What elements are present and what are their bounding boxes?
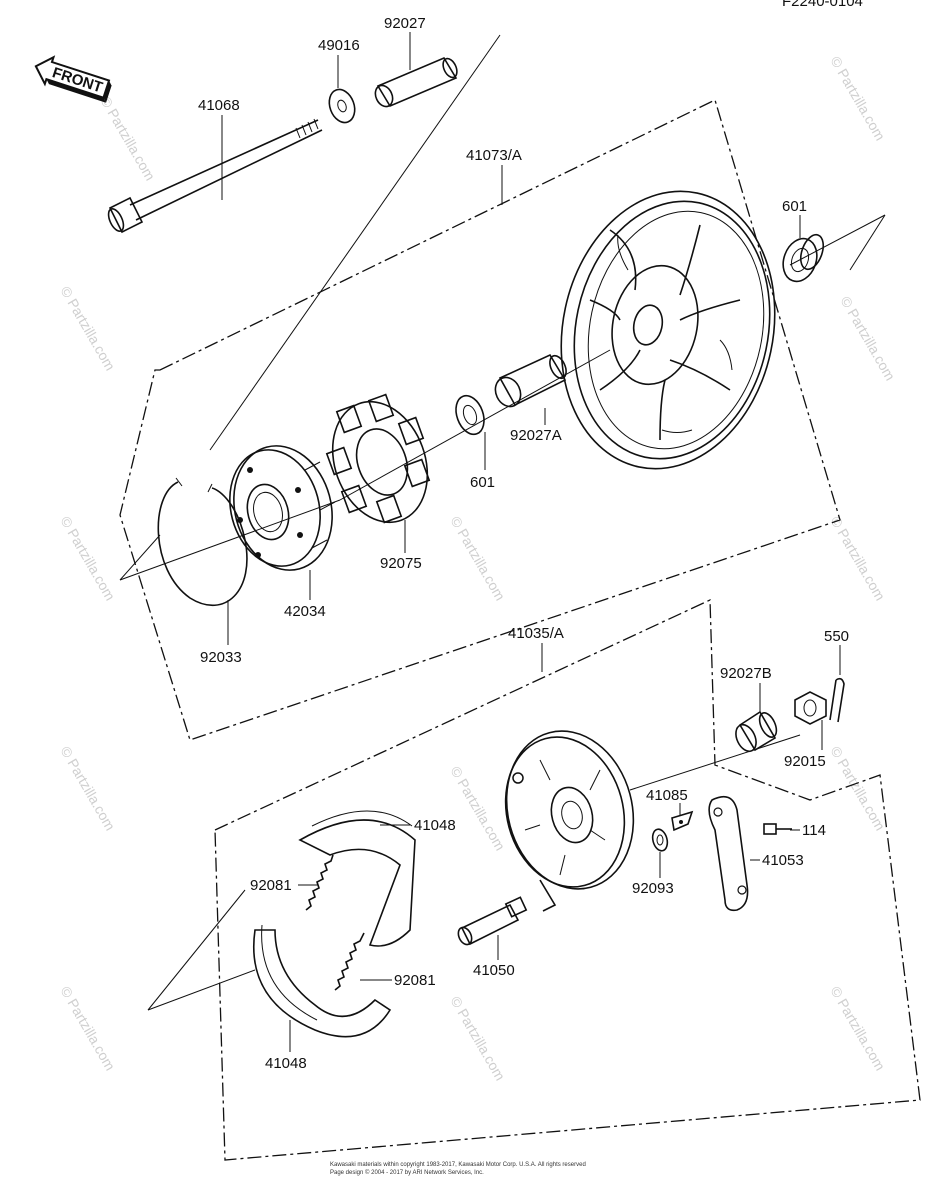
axis-line: [147, 969, 256, 1011]
part-label: 41068: [198, 97, 240, 114]
copyright-line: Kawasaki materials within copyright 1983…: [330, 1162, 586, 1168]
leader-lines: [221, 32, 841, 1052]
axle-shaft[interactable]: [105, 118, 323, 234]
diagram-code: F2240-0104: [782, 0, 863, 10]
part-label: 601: [470, 474, 495, 491]
camshaft-seal[interactable]: [650, 828, 669, 853]
front-arrow-icon: FRONT: [34, 55, 112, 103]
watermark: © Partzilla.com: [447, 764, 508, 854]
lower-assembly-outline: [214, 598, 921, 1161]
bearing-right[interactable]: [777, 232, 827, 286]
part-label: 42034: [284, 603, 326, 620]
watermark: © Partzilla.com: [57, 514, 118, 604]
collar[interactable]: [372, 56, 460, 109]
watermark-layer: © Partzilla.com © Partzilla.com © Partzi…: [57, 54, 898, 1084]
part-label: 92033: [200, 649, 242, 666]
part-label: 92081: [250, 877, 292, 894]
wear-indicator[interactable]: [671, 810, 694, 832]
watermark: © Partzilla.com: [827, 744, 888, 834]
lever-bolt[interactable]: [763, 823, 792, 835]
watermark: © Partzilla.com: [57, 984, 118, 1074]
watermark: © Partzilla.com: [827, 54, 888, 144]
wheel-spacer[interactable]: [491, 353, 570, 411]
axle-collar[interactable]: [732, 710, 780, 754]
brake-shoe-upper[interactable]: [298, 810, 416, 947]
part-label: 41050: [473, 962, 515, 979]
watermark: © Partzilla.com: [837, 294, 898, 384]
brake-camshaft[interactable]: [456, 896, 528, 946]
part-label: 92027B: [720, 665, 772, 682]
part-label: 601: [782, 198, 807, 215]
watermark: © Partzilla.com: [447, 994, 508, 1084]
coupling-flange[interactable]: [217, 435, 345, 582]
watermark: © Partzilla.com: [827, 514, 888, 604]
part-label: 550: [824, 628, 849, 645]
part-label: 41073/A: [466, 147, 522, 164]
upper-assembly-outline: [119, 99, 841, 741]
part-labels: 41068 49016 92027 41073/A 601 92027A 601…: [198, 15, 849, 1072]
brake-panel[interactable]: [489, 717, 650, 912]
watermark: © Partzilla.com: [57, 284, 118, 374]
watermark: © Partzilla.com: [57, 744, 118, 834]
brake-spring-lower[interactable]: [334, 932, 365, 991]
part-label: 41053: [762, 852, 804, 869]
axis-line: [209, 34, 501, 451]
brake-spring-upper[interactable]: [305, 854, 334, 911]
axis-line: [629, 734, 801, 791]
watermark: © Partzilla.com: [447, 514, 508, 604]
part-label: 114: [802, 822, 826, 839]
watermark: © Partzilla.com: [97, 94, 158, 184]
part-label: 41048: [265, 1055, 307, 1072]
copyright-line: Page design © 2004 - 2017 by ARI Network…: [330, 1169, 484, 1176]
part-label: 92027: [384, 15, 426, 32]
part-label: 92075: [380, 555, 422, 572]
watermark: © Partzilla.com: [827, 984, 888, 1074]
axis-line: [789, 214, 886, 266]
part-label: 49016: [318, 37, 360, 54]
part-label: 41085: [646, 787, 688, 804]
brake-shoe-lower[interactable]: [253, 924, 392, 1038]
axis-line: [119, 499, 341, 581]
axle-nut[interactable]: [794, 691, 827, 725]
axis-line: [119, 534, 161, 581]
part-label: 41048: [414, 817, 456, 834]
axis-line: [147, 889, 246, 1011]
circlip[interactable]: [157, 481, 248, 607]
part-label: 92027A: [510, 427, 562, 444]
part-label: 92015: [784, 753, 826, 770]
brake-cam-lever[interactable]: [708, 795, 749, 912]
cotter-pin[interactable]: [829, 677, 845, 723]
washer[interactable]: [325, 86, 359, 126]
wheel-damper[interactable]: [317, 388, 444, 535]
bearing-left[interactable]: [451, 392, 489, 438]
axis-line: [849, 214, 886, 271]
part-label: 92081: [394, 972, 436, 989]
part-label: 41035/A: [508, 625, 564, 642]
part-label: 92093: [632, 880, 674, 897]
rear-wheel[interactable]: [536, 171, 800, 489]
